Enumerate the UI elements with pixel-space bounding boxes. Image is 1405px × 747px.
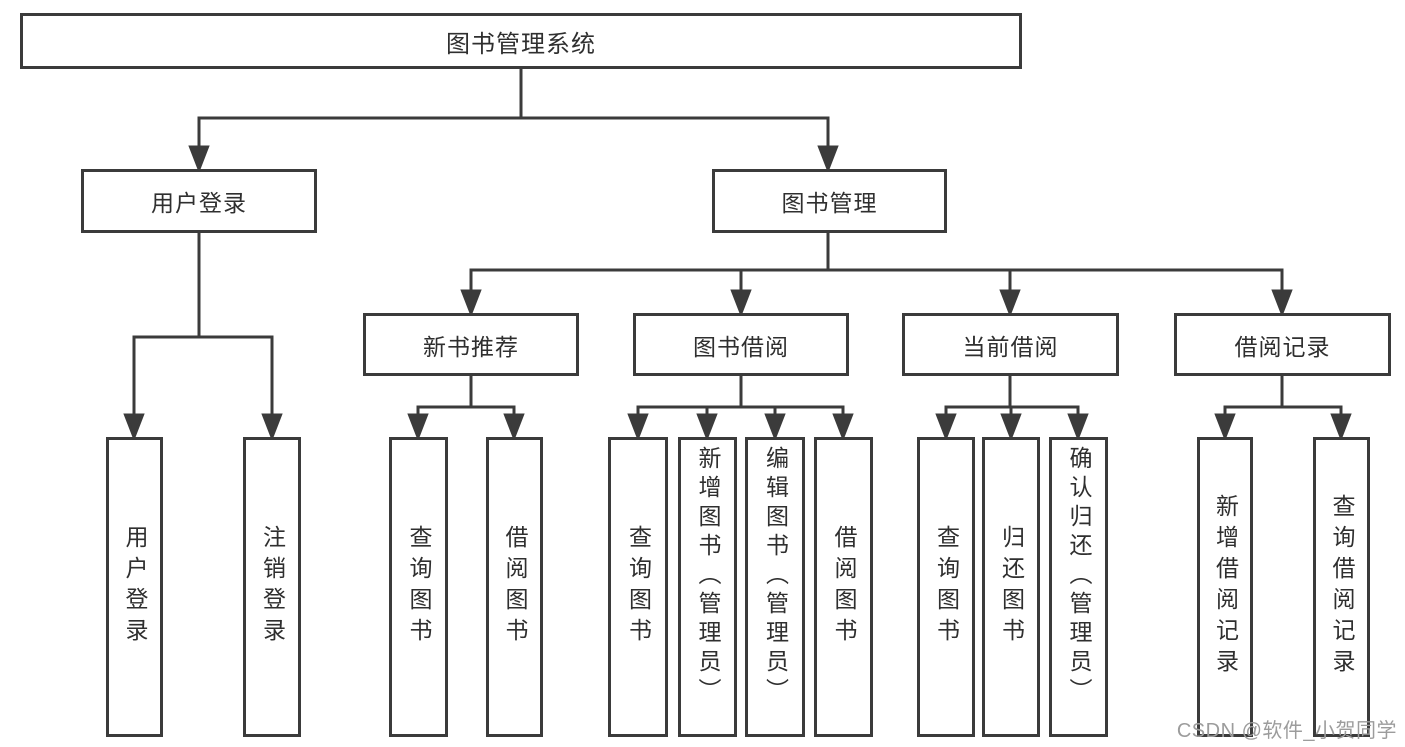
leaf-borrow-book-recommend: 借阅图书: [486, 437, 543, 737]
connector-borrow-records-to-leaves: [1214, 374, 1352, 442]
arrowhead: [1214, 413, 1236, 442]
leaf-query-book-current: 查询图书: [917, 437, 975, 737]
arrowhead: [503, 413, 525, 442]
connector-user-login-to-leaves: [123, 231, 283, 442]
node-user-login-branch-label: 用户登录: [151, 190, 247, 216]
leaf-add-borrow-record: 新增借阅记录: [1197, 437, 1253, 737]
arrowhead: [1000, 413, 1022, 442]
arrowhead: [1067, 413, 1089, 442]
arrowhead: [730, 289, 752, 318]
node-new-book-recommendation-label: 新书推荐: [423, 333, 519, 360]
node-borrowing-records: 借阅记录: [1174, 313, 1391, 376]
node-user-login-branch: 用户登录: [81, 169, 317, 233]
arrowhead: [696, 413, 718, 442]
node-book-management: 图书管理: [712, 169, 947, 233]
node-new-book-recommendation: 新书推荐: [363, 313, 579, 376]
arrowhead: [1271, 289, 1293, 318]
watermark-text: CSDN @软件_小贺同学: [1176, 720, 1397, 742]
arrowhead: [123, 413, 145, 442]
connector-current-borrow-to-leaves: [935, 374, 1089, 442]
leaf-borrow-book-borrowing-label: 借阅图书: [831, 525, 857, 649]
leaf-query-book-current-label: 查询图书: [933, 525, 960, 649]
node-root-label: 图书管理系统: [446, 30, 596, 58]
node-current-borrowing: 当前借阅: [902, 313, 1119, 376]
leaf-return-book-label: 归还图书: [998, 525, 1025, 649]
leaf-borrow-book-recommend-label: 借阅图书: [502, 525, 528, 649]
leaf-query-book-recommend: 查询图书: [389, 437, 448, 737]
leaf-user-login: 用户登录: [106, 437, 163, 737]
arrowhead: [935, 413, 957, 442]
leaf-add-book-admin-label: 新增图书（管理员）: [695, 446, 721, 707]
leaf-logout-login: 注销登录: [243, 437, 301, 737]
node-borrowing-records-label: 借阅记录: [1234, 333, 1331, 360]
connector-new-book-to-leaves: [407, 374, 525, 442]
arrowhead: [188, 145, 210, 174]
arrowhead: [764, 413, 786, 442]
arrowhead: [1330, 413, 1352, 442]
node-book-borrowing-label: 图书借阅: [693, 333, 789, 360]
leaf-logout-login-label: 注销登录: [259, 525, 286, 649]
leaf-query-book-borrowing-label: 查询图书: [625, 525, 652, 649]
leaf-return-book: 归还图书: [982, 437, 1040, 737]
arrowhead: [817, 145, 839, 174]
leaf-add-book-admin: 新增图书（管理员）: [678, 437, 737, 737]
leaf-user-login-label: 用户登录: [122, 525, 148, 649]
node-book-borrowing: 图书借阅: [633, 313, 849, 376]
leaf-edit-book-admin-label: 编辑图书（管理员）: [762, 446, 789, 707]
connector-root-to-level2: [188, 67, 839, 174]
leaf-query-borrow-record: 查询借阅记录: [1313, 437, 1370, 737]
leaf-add-borrow-record-label: 新增借阅记录: [1212, 494, 1239, 680]
node-current-borrowing-label: 当前借阅: [962, 333, 1059, 360]
leaf-query-borrow-record-label: 查询借阅记录: [1329, 494, 1355, 680]
leaf-query-book-borrowing: 查询图书: [608, 437, 668, 737]
arrowhead: [460, 289, 482, 318]
arrowhead: [832, 413, 854, 442]
leaf-query-book-recommend-label: 查询图书: [406, 525, 432, 649]
node-book-management-label: 图书管理: [781, 190, 878, 216]
leaf-confirm-return-admin-label: 确认归还（管理员）: [1066, 446, 1092, 707]
connector-book-borrow-to-leaves: [627, 374, 854, 442]
arrowhead: [261, 413, 283, 442]
leaf-confirm-return-admin: 确认归还（管理员）: [1049, 437, 1108, 737]
arrowhead: [999, 289, 1021, 318]
arrowhead: [407, 413, 429, 442]
arrowhead: [627, 413, 649, 442]
connector-book-management-to-level3: [460, 231, 1293, 318]
leaf-borrow-book-borrowing: 借阅图书: [814, 437, 873, 737]
node-root: 图书管理系统: [20, 13, 1022, 69]
leaf-edit-book-admin: 编辑图书（管理员）: [745, 437, 805, 737]
